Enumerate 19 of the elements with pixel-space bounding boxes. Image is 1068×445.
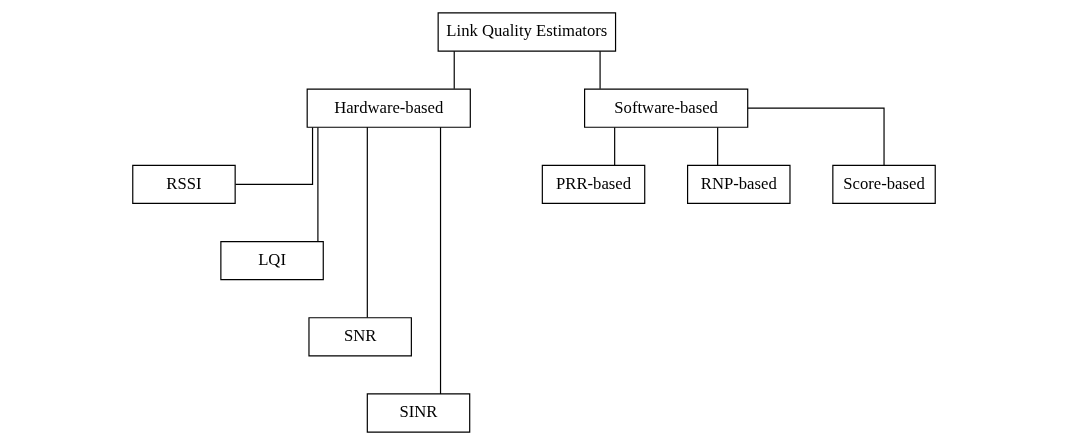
node-box: Software-based bbox=[584, 88, 749, 128]
connector bbox=[717, 126, 719, 166]
connector bbox=[614, 126, 616, 166]
node-box: SINR bbox=[366, 393, 471, 433]
connector bbox=[439, 126, 442, 395]
connector bbox=[453, 50, 455, 90]
node-box: RSSI bbox=[132, 164, 236, 205]
node-box: Hardware-based bbox=[306, 88, 471, 128]
connector bbox=[366, 126, 368, 319]
node-box: SNR bbox=[308, 317, 412, 357]
node-box: PRR-based bbox=[541, 164, 646, 205]
connector bbox=[599, 50, 601, 90]
connector bbox=[747, 107, 885, 166]
node-box: RNP-based bbox=[687, 164, 791, 205]
node-box: Score-based bbox=[832, 164, 936, 205]
node-box: LQI bbox=[220, 240, 324, 281]
connector bbox=[234, 126, 314, 185]
node-box: Link Quality Estimators bbox=[437, 12, 617, 52]
connector bbox=[317, 126, 319, 243]
